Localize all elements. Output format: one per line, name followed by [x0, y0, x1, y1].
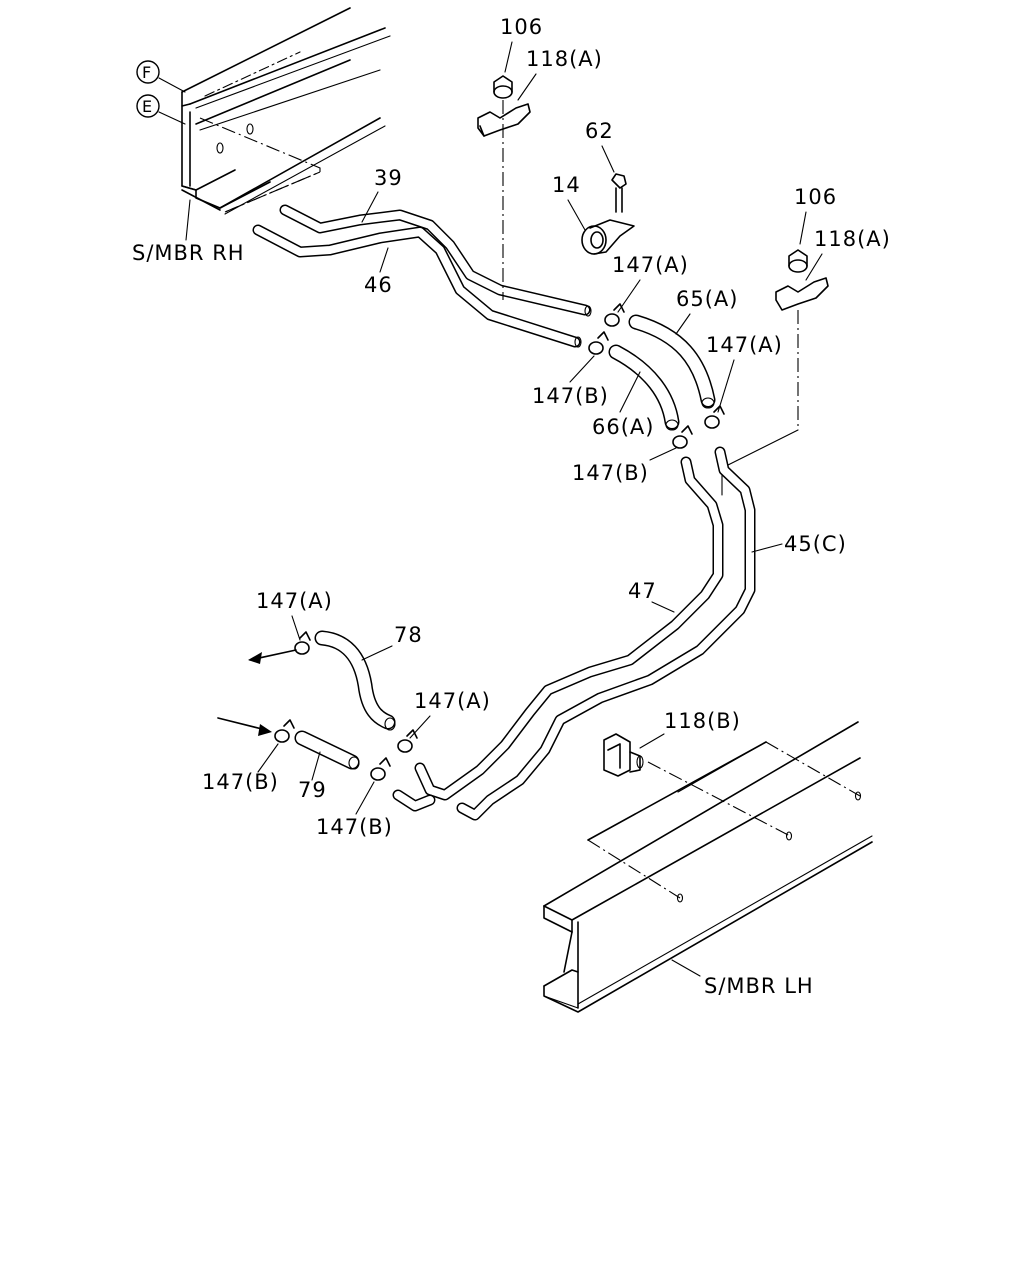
- label-147a-3: 147(A): [256, 589, 333, 613]
- hose-66a: [608, 344, 680, 431]
- pipe-46: [252, 224, 582, 348]
- clamp-118a-top: [477, 75, 531, 300]
- label-smbr-rh: S/MBR RH: [132, 241, 245, 265]
- label-147a-4: 147(A): [414, 689, 491, 713]
- label-62: 62: [585, 119, 614, 143]
- label-118a-top: 118(A): [526, 47, 603, 71]
- label-14: 14: [552, 173, 581, 197]
- hose-clamp-147a-4: [397, 729, 418, 753]
- arrow-right: [217, 717, 272, 736]
- hose-clamp-147b-4: [370, 757, 391, 781]
- clamp-14: [581, 219, 635, 255]
- side-member-lh: [543, 721, 873, 1013]
- label-147a-2: 147(A): [706, 333, 783, 357]
- label-147b-2: 147(B): [572, 461, 649, 485]
- hose-65a: [628, 314, 716, 409]
- pipe-39: [279, 204, 592, 317]
- label-118a-right: 118(A): [814, 227, 891, 251]
- hose-clamp-147b-1: [588, 331, 609, 355]
- label-106-top: 106: [500, 15, 543, 39]
- label-147b-4: 147(B): [316, 815, 393, 839]
- reference-f: F: [136, 60, 186, 93]
- pipe-45c: [456, 446, 756, 821]
- hose-79: [294, 730, 360, 770]
- label-118b: 118(B): [664, 709, 741, 733]
- clip-118b: [603, 733, 644, 777]
- label-39: 39: [374, 166, 403, 190]
- label-47: 47: [628, 579, 657, 603]
- reference-f-text: F: [142, 63, 151, 82]
- label-65a: 65(A): [676, 287, 738, 311]
- hose-clamp-147a-2: [704, 405, 725, 429]
- reference-e-text: E: [142, 97, 152, 116]
- hose-clamp-147b-2: [672, 425, 693, 449]
- label-147b-3: 147(B): [202, 770, 279, 794]
- hose-clamp-147a-1: [604, 303, 625, 327]
- bolt-62: [611, 173, 627, 213]
- pipe-47: [392, 456, 724, 812]
- label-106-right: 106: [794, 185, 837, 209]
- arrow-left: [248, 649, 297, 664]
- hose-clamp-147b-3: [274, 719, 295, 743]
- label-147b-1: 147(B): [532, 384, 609, 408]
- label-46: 46: [364, 273, 393, 297]
- label-79: 79: [298, 778, 327, 802]
- hose-78: [314, 630, 396, 731]
- label-66a: 66(A): [592, 415, 654, 439]
- reference-e: E: [136, 94, 186, 125]
- label-45c: 45(C): [784, 532, 847, 556]
- hose-clamp-147a-3: [294, 631, 311, 655]
- side-member-rh: [181, 7, 391, 241]
- label-smbr-lh: S/MBR LH: [704, 974, 814, 998]
- label-78: 78: [394, 623, 423, 647]
- label-147a-1: 147(A): [612, 253, 689, 277]
